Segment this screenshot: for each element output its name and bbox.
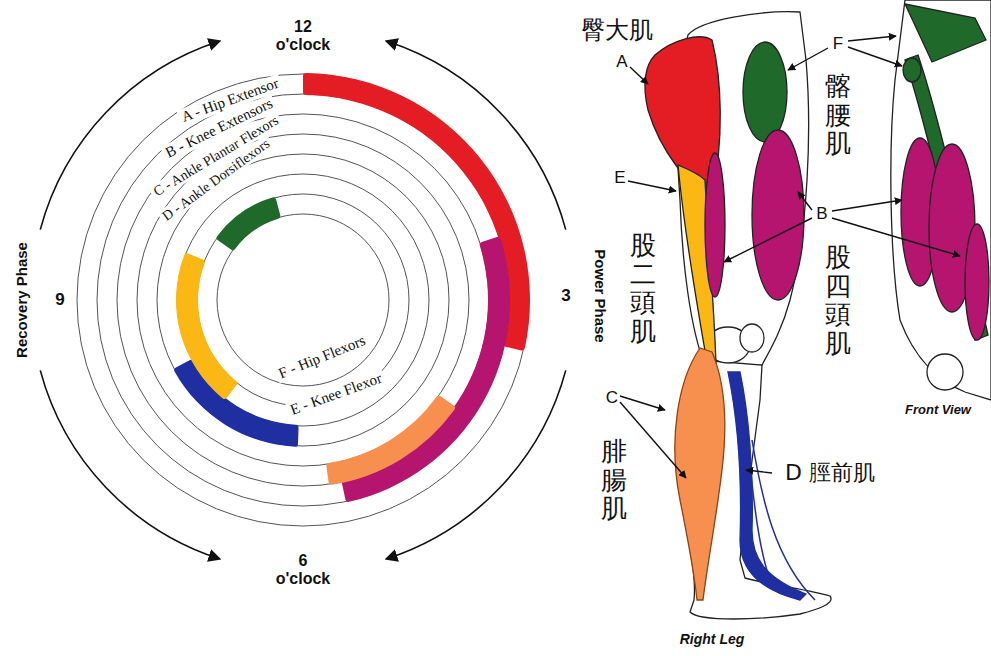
activity-band <box>217 197 281 250</box>
leader-line <box>832 218 960 256</box>
leader-line <box>620 396 665 410</box>
phase-label: Power Phase <box>592 249 609 342</box>
leader-line <box>848 36 896 41</box>
activity-band <box>176 253 237 398</box>
muscle-name: 髂腰肌 <box>825 72 851 158</box>
direction-arrow <box>387 370 566 558</box>
ring-circle <box>177 174 429 426</box>
direction-arrow <box>40 370 219 558</box>
ring-circle <box>117 114 489 486</box>
leg-illustration <box>645 0 991 619</box>
muscle-name: 股二頭肌 <box>630 231 656 345</box>
quadriceps-muscle <box>705 153 725 297</box>
callout-letter: A <box>616 53 627 72</box>
activity-band <box>326 396 455 485</box>
muscle-name: 股四頭肌 <box>825 243 851 357</box>
ring-label: E - Knee Flexor <box>285 369 387 419</box>
front-view-outline <box>891 0 991 400</box>
tibialis-tendon <box>745 420 815 600</box>
tibialis-muscle <box>728 372 806 600</box>
clock-number: 3 <box>561 287 570 306</box>
quadriceps-muscle <box>752 130 804 300</box>
iliopsoas-muscle <box>743 42 787 142</box>
leader-line <box>628 181 676 191</box>
view-label: Right Leg <box>680 632 745 647</box>
callout-letter: B <box>816 205 827 224</box>
iliopsoas-muscle <box>905 4 986 62</box>
leader-line <box>630 67 648 84</box>
leader-line <box>724 218 812 262</box>
view-label: Front View <box>905 403 971 417</box>
ring-circle <box>137 134 469 466</box>
ring-circle <box>77 74 529 526</box>
muscle-name: 臀大肌 <box>581 17 653 43</box>
leader-line <box>848 47 902 66</box>
clock-label: 6 o'clock <box>271 552 335 587</box>
ring-label: F - Hip Flexors <box>273 331 370 383</box>
ring-circle <box>97 94 509 506</box>
phase-label: Recovery Phase <box>14 242 31 358</box>
muscle-name: 腓腸肌 <box>601 437 627 523</box>
clock-label: 12 o'clock <box>271 18 335 53</box>
leader-line <box>788 48 828 70</box>
leader-line <box>798 192 812 210</box>
quadriceps-muscle <box>965 224 989 340</box>
leader-line <box>746 470 772 473</box>
callout-letter: E <box>614 169 625 188</box>
iliopsoas-muscle <box>903 58 921 82</box>
muscle-name: D 脛前肌 <box>785 461 875 485</box>
leader-line <box>832 200 902 211</box>
clock-number: 9 <box>55 291 64 310</box>
callout-letter: C <box>606 389 618 408</box>
knee-outline <box>740 324 764 352</box>
direction-arrow <box>387 41 566 229</box>
callout-letter: F <box>833 35 843 54</box>
kneecap-outline <box>927 354 963 390</box>
cycle-rings <box>40 41 565 558</box>
leader-line <box>620 402 686 478</box>
